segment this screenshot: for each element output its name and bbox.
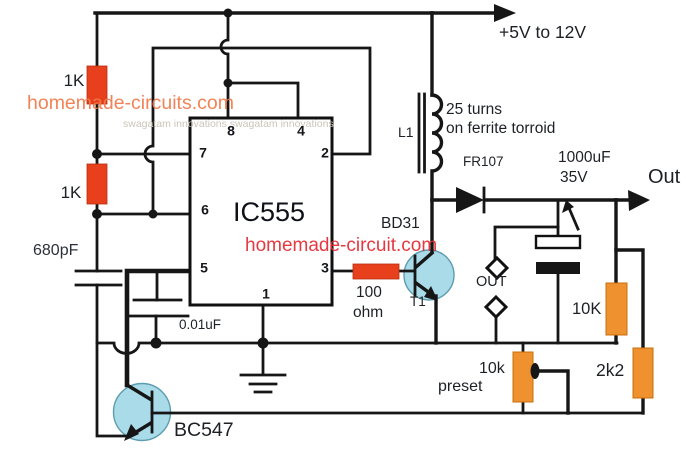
ic555-pin8-label: 8 (227, 122, 235, 139)
junction-dot (92, 149, 102, 159)
pin4-branch (226, 81, 300, 120)
out-arrow-icon (628, 190, 650, 211)
ic555-pin5-label: 5 (200, 259, 208, 276)
watermark-orange: homemade-circuits.com (27, 92, 234, 114)
c2-value-label: 0.01uF (179, 317, 222, 332)
bc547-emitter-arrow-icon (124, 424, 139, 441)
ground-line (95, 341, 619, 355)
preset-label-line1: 10k (479, 360, 505, 377)
t1-part-label: BD31 (381, 215, 420, 232)
resistor-r2 (86, 163, 108, 205)
resistor-r1 (86, 65, 108, 105)
l1-note-line1: 25 turns (446, 101, 503, 118)
junction-dot (148, 209, 158, 219)
resistor-r3-100ohm (352, 263, 400, 280)
pin5-feedback-wire (124, 268, 195, 388)
bd31-collector-diagonal (413, 250, 435, 270)
c3-plate-positive (534, 234, 582, 250)
out-label: Out (648, 166, 681, 188)
components (74, 65, 654, 403)
supply-arrow-icon (494, 4, 516, 22)
junction-dot (257, 337, 269, 349)
c1-value-label: 680pF (33, 242, 79, 259)
r2-value-label: 1K (60, 183, 82, 203)
wires (93, 4, 650, 441)
diode-label: FR107 (463, 154, 504, 169)
junction-dot (92, 209, 102, 219)
preset-wiper-dot (530, 363, 540, 379)
ic555-pin6-label: 6 (201, 201, 209, 218)
ic555-label: IC555 (232, 196, 306, 227)
junction-dot (223, 78, 233, 88)
out-terminal-positive (484, 255, 510, 281)
resistor-r4-10k (605, 282, 628, 336)
preset-wiper-wire (534, 369, 570, 415)
t1-ref-label: T1 (410, 294, 426, 309)
ic555-pin2-label: 2 (321, 144, 329, 161)
ic555-body (188, 116, 334, 307)
bd31-transistor-body (403, 249, 455, 301)
ic555-pin1-label: 1 (262, 285, 270, 302)
ic555-pin3-label: 3 (321, 259, 329, 276)
out-terminal-negative (483, 294, 509, 320)
c3-value-line2: 35V (560, 169, 588, 186)
c3-pointer-arrow-icon (562, 200, 574, 213)
ic555-pin7-label: 7 (199, 144, 207, 161)
pin6-pin2-loop-wire (143, 46, 372, 216)
l1-note-line2: on ferrite torroid (446, 120, 556, 137)
r1-value-label: 1K (63, 71, 85, 91)
c3-value-line1: 1000uF (558, 149, 611, 166)
junction-dot (150, 337, 162, 349)
r3-value-line2: ohm (353, 304, 384, 321)
r3-value-line1: 100 (356, 284, 382, 301)
r5-top-lead (614, 248, 645, 350)
out-terminal-label: OUT (476, 274, 507, 290)
c1-to-emitter-wire (95, 283, 128, 438)
c3-plate-negative (536, 262, 580, 274)
r4-value-label: 10K (572, 300, 602, 318)
diode-triangle (456, 187, 484, 213)
bc547-collector-diagonal (124, 382, 153, 402)
preset-label-line2: preset (438, 378, 483, 395)
ic555-pin4-label: 4 (297, 122, 305, 139)
watermark-faint: swagatam innovations swagatam innovation… (123, 118, 334, 130)
pin8-supply-drop (219, 11, 230, 120)
c3-pointer-line (567, 206, 580, 231)
l1-ref-label: L1 (398, 124, 414, 140)
supply-voltage-label: +5V to 12V (499, 22, 587, 42)
out-terminal-top-wire (493, 225, 560, 260)
r5-value-label: 2k2 (596, 360, 625, 380)
t2-part-label: BC547 (174, 419, 234, 441)
junction-dots (92, 8, 269, 349)
junction-dot (223, 8, 233, 18)
resistor-r5-2k2 (632, 347, 654, 399)
l1-coil (430, 93, 444, 202)
watermark-red: homemade-circuit.com (245, 235, 438, 256)
preset-body (512, 351, 534, 403)
